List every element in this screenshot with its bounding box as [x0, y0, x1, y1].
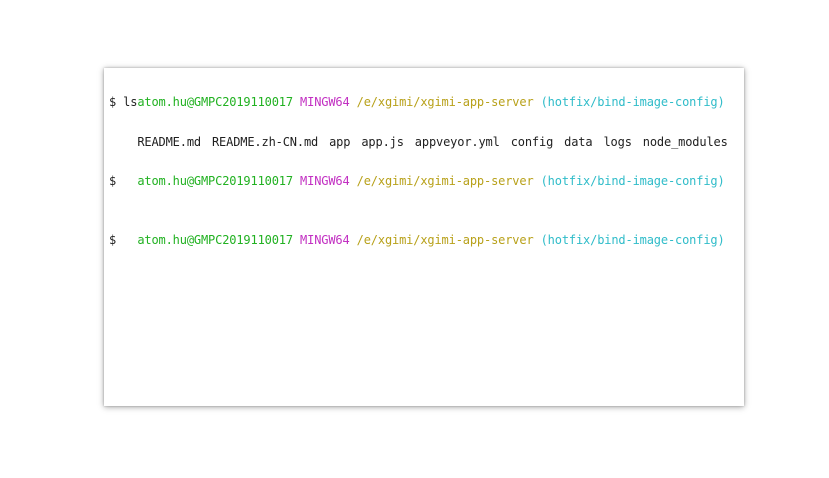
- prompt-path: /e/xgimi/xgimi-app-server: [356, 95, 534, 109]
- command-line-2: $: [109, 174, 117, 188]
- file-item: node_modules: [642, 135, 728, 149]
- prompt-path: /e/xgimi/xgimi-app-server: [356, 174, 534, 188]
- file-item: data: [564, 135, 593, 149]
- prompt-line-3: atom.hu@GMPC2019110017 MINGW64 /e/xgimi/…: [109, 210, 744, 247]
- prompt-branch: (hotfix/bind-image-config): [540, 233, 725, 247]
- prompt-path: /e/xgimi/xgimi-app-server: [356, 233, 534, 247]
- prompt-user-host: atom.hu@GMPC2019110017: [137, 233, 293, 247]
- file-item: app.js: [361, 135, 404, 149]
- prompt-user-host: atom.hu@GMPC2019110017: [137, 174, 293, 188]
- prompt-line-2: atom.hu@GMPC2019110017 MINGW64 /e/xgimi/…: [109, 151, 744, 188]
- blank-line: [109, 191, 744, 210]
- file-item: README.md: [137, 135, 201, 149]
- prompt-branch: (hotfix/bind-image-config): [540, 174, 725, 188]
- terminal-window[interactable]: atom.hu@GMPC2019110017 MINGW64 /e/xgimi/…: [104, 68, 744, 406]
- prompt-user-host: atom.hu@GMPC2019110017: [137, 95, 293, 109]
- prompt-branch: (hotfix/bind-image-config): [540, 95, 725, 109]
- file-item: appveyor.yml: [414, 135, 500, 149]
- prompt-line-1: atom.hu@GMPC2019110017 MINGW64 /e/xgimi/…: [109, 72, 744, 109]
- prompt-env: MINGW64: [300, 233, 350, 247]
- ls-output: README.md README.zh-CN.md app app.js appveyo…: [109, 112, 744, 149]
- file-item: app: [329, 135, 351, 149]
- file-item: config: [510, 135, 554, 149]
- file-item: logs: [603, 135, 632, 149]
- command-line-3[interactable]: $: [109, 233, 117, 247]
- command-line-1: $ ls: [109, 95, 138, 109]
- prompt-env: MINGW64: [300, 174, 350, 188]
- file-item: README.zh-CN.md: [211, 135, 319, 149]
- prompt-env: MINGW64: [300, 95, 350, 109]
